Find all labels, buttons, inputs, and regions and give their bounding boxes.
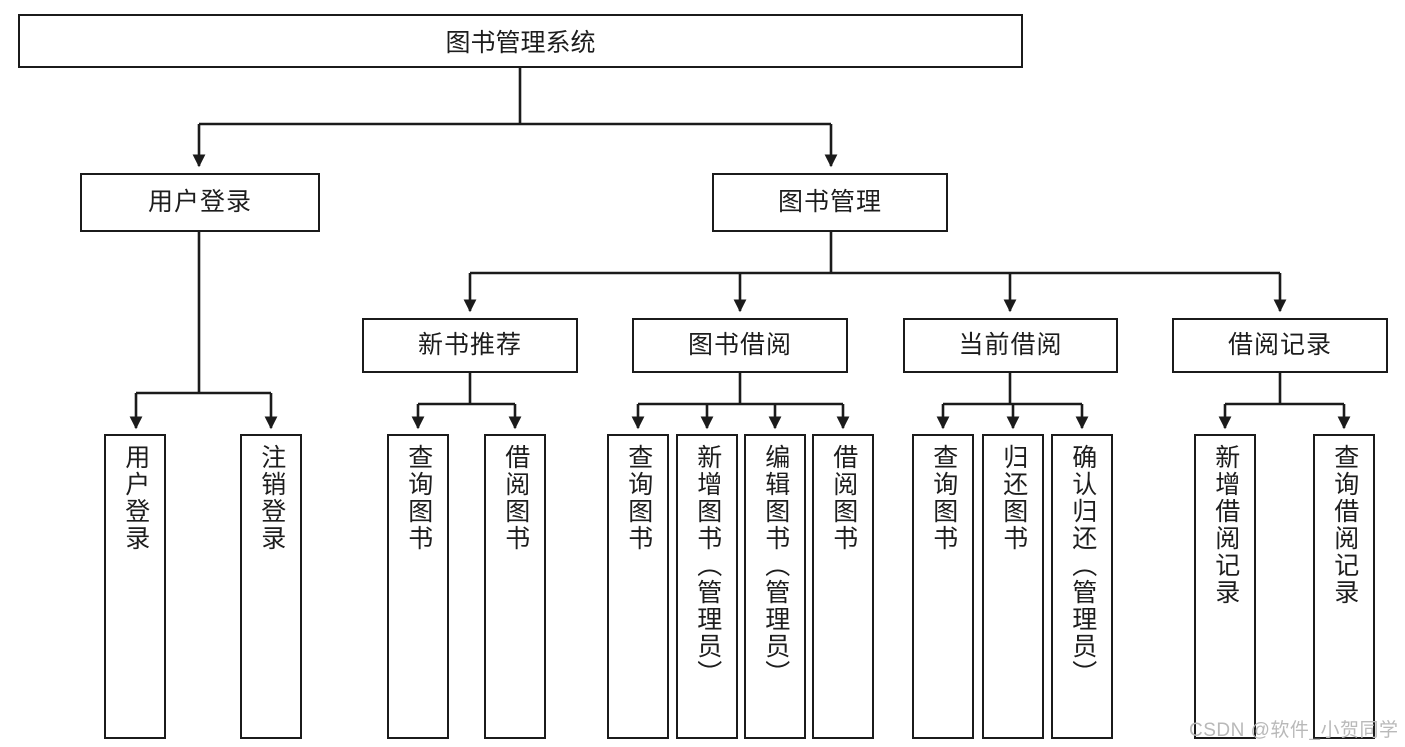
leaf-label: 注销登录	[257, 444, 286, 552]
node-borrow-record[interactable]: 借阅记录	[1172, 318, 1388, 373]
leaf-borrow-book[interactable]: 借阅图书	[812, 434, 874, 739]
leaf-label: 查询借阅记录	[1330, 444, 1359, 606]
node-current-borrow[interactable]: 当前借阅	[903, 318, 1118, 373]
leaf-confirm-return-admin[interactable]: 确认归还（管理员）	[1051, 434, 1113, 739]
leaf-label: 编辑图书（管理员）	[761, 444, 790, 687]
node-book-borrow[interactable]: 图书借阅	[632, 318, 848, 373]
leaf-label: 借阅图书	[829, 444, 858, 552]
leaf-return-book[interactable]: 归还图书	[982, 434, 1044, 739]
leaf-label: 借阅图书	[501, 444, 530, 552]
leaf-add-borrow-record[interactable]: 新增借阅记录	[1194, 434, 1256, 739]
leaf-label: 新增图书（管理员）	[693, 444, 722, 687]
node-label: 借阅记录	[1227, 330, 1332, 359]
leaf-add-book-admin[interactable]: 新增图书（管理员）	[676, 434, 738, 739]
leaf-label: 归还图书	[999, 444, 1028, 552]
node-label: 图书管理	[777, 187, 882, 216]
leaf-label: 查询图书	[404, 444, 433, 552]
node-label: 用户登录	[147, 187, 252, 216]
leaf-user-login[interactable]: 用户登录	[104, 434, 166, 739]
node-root-system[interactable]: 图书管理系统	[18, 14, 1023, 68]
leaf-borrow-book-recommend[interactable]: 借阅图书	[484, 434, 546, 739]
leaf-query-borrow-record[interactable]: 查询借阅记录	[1313, 434, 1375, 739]
node-label: 当前借阅	[958, 330, 1063, 359]
node-label: 新书推荐	[417, 330, 522, 359]
leaf-label: 确认归还（管理员）	[1068, 444, 1097, 687]
node-book-management[interactable]: 图书管理	[712, 173, 948, 232]
leaf-label: 查询图书	[929, 444, 958, 552]
node-label: 图书借阅	[687, 330, 792, 359]
leaf-logout[interactable]: 注销登录	[240, 434, 302, 739]
leaf-label: 新增借阅记录	[1211, 444, 1240, 606]
node-user-login[interactable]: 用户登录	[80, 173, 320, 232]
leaf-label: 用户登录	[121, 444, 150, 552]
node-new-book-recommend[interactable]: 新书推荐	[362, 318, 578, 373]
leaf-query-book-borrow[interactable]: 查询图书	[607, 434, 669, 739]
leaf-label: 查询图书	[624, 444, 653, 552]
leaf-edit-book-admin[interactable]: 编辑图书（管理员）	[744, 434, 806, 739]
leaf-query-book-recommend[interactable]: 查询图书	[387, 434, 449, 739]
watermark-text: CSDN @软件_小贺同学	[1189, 720, 1399, 741]
leaf-query-book-current[interactable]: 查询图书	[912, 434, 974, 739]
node-label: 图书管理系统	[445, 29, 596, 57]
